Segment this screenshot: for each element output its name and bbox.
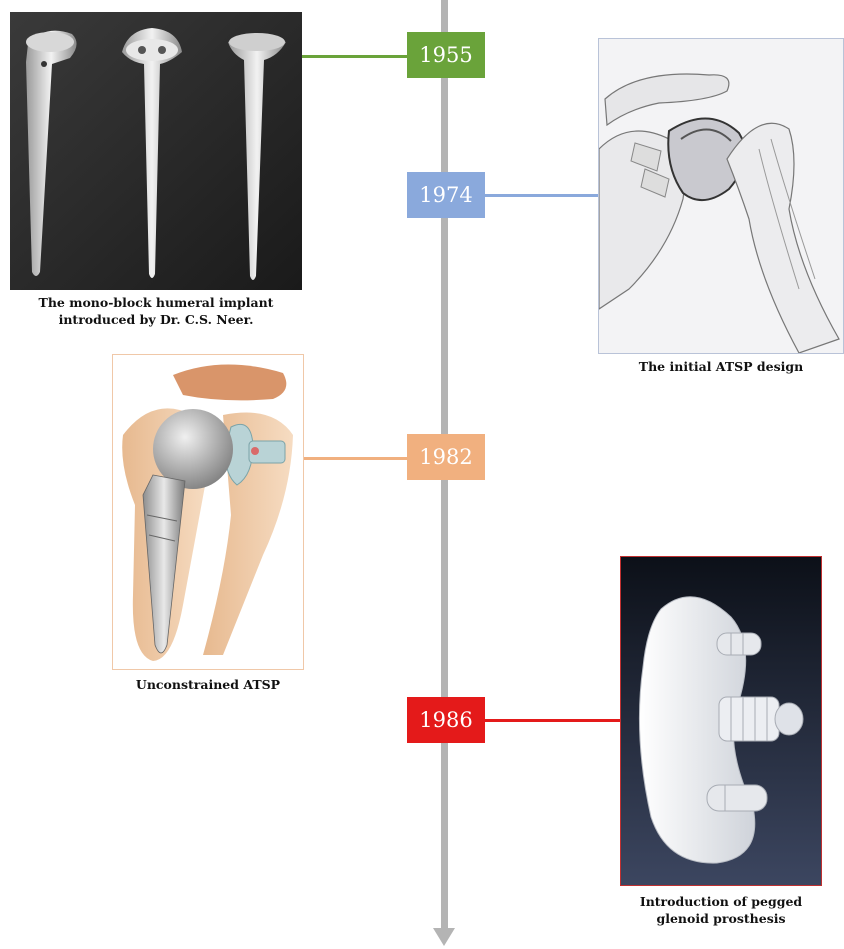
connector-1986 — [485, 719, 621, 722]
year-badge-1982: 1982 — [407, 434, 485, 480]
caption-1982: Unconstrained ATSP — [104, 676, 312, 693]
drawing-initial-atsp — [598, 38, 844, 354]
render-pegged-glenoid — [620, 556, 822, 886]
year-badge-1986: 1986 — [407, 697, 485, 743]
caption-1986-line-2: glenoid prosthesis — [612, 910, 830, 927]
year-badge-1974: 1974 — [407, 172, 485, 218]
caption-1986: Introduction of pegged glenoid prosthesi… — [612, 893, 830, 927]
photo-humeral-implants — [10, 12, 302, 290]
connector-1982 — [304, 457, 408, 460]
connector-1955 — [302, 55, 408, 58]
timeline-arrow-head — [433, 928, 455, 946]
caption-1955: The mono-block humeral implant introduce… — [6, 294, 306, 328]
caption-1955-line-1: The mono-block humeral implant — [6, 294, 306, 311]
caption-1986-line-1: Introduction of pegged — [612, 893, 830, 910]
caption-1982-line-1: Unconstrained ATSP — [104, 676, 312, 693]
illustration-unconstrained-atsp — [112, 354, 304, 670]
caption-1974-line-1: The initial ATSP design — [598, 358, 844, 375]
caption-1974: The initial ATSP design — [598, 358, 844, 375]
caption-1955-line-2: introduced by Dr. C.S. Neer. — [6, 311, 306, 328]
year-badge-1955: 1955 — [407, 32, 485, 78]
connector-1974 — [485, 194, 599, 197]
